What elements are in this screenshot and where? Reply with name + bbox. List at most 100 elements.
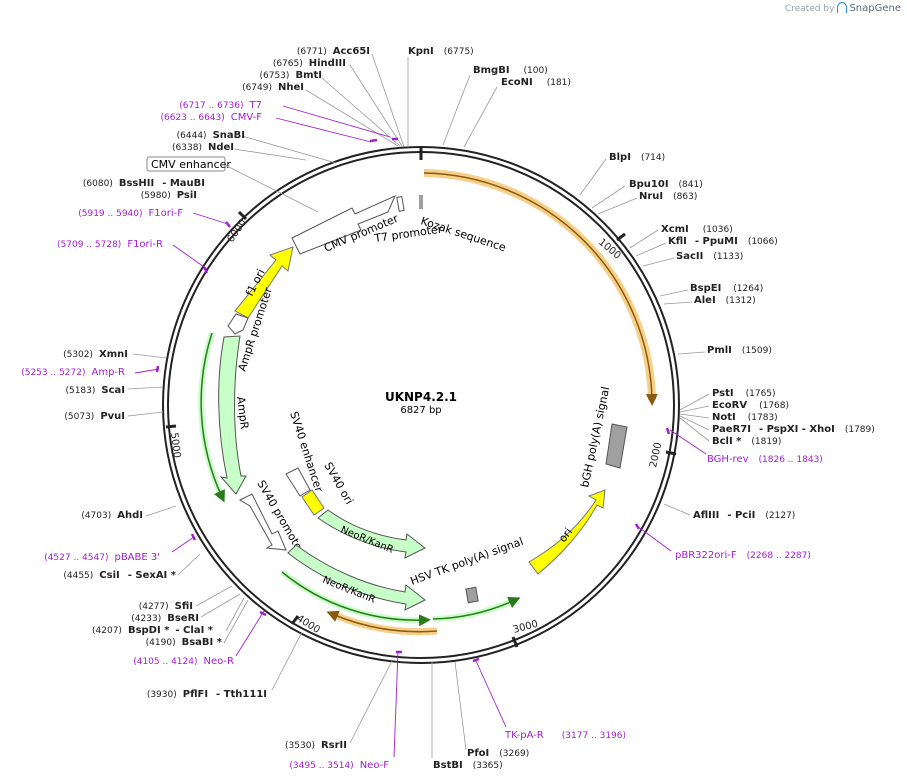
- site-nhei: (6749)NheI: [242, 82, 304, 93]
- site-xcmi: XcmI(1036): [661, 224, 733, 235]
- site-bsshii: (6080)BssHII- MauBI: [83, 178, 205, 189]
- primer-t7: (6717 .. 6736)T7: [179, 100, 262, 111]
- site-bspei: BspEI(1264): [690, 283, 763, 294]
- leader-blpi: [579, 158, 607, 196]
- neokan-inner-arrow: [317, 509, 426, 559]
- site-snabi: (6444)SnaBI: [177, 130, 245, 141]
- site-aflIII: AflIII- PciI(2127): [693, 510, 795, 521]
- sv40-ori-label: SV40 ori: [321, 460, 355, 507]
- leader-sacii: [642, 257, 675, 267]
- leader-neof: [393, 650, 399, 758]
- leader-ndei: [233, 148, 307, 161]
- primer-f1orir: (5709 .. 5728)F1ori-R: [57, 239, 163, 250]
- site-ecorv: EcoRV(1768): [712, 400, 789, 411]
- primer-tkpar: TK-pA-R(3177 .. 3196): [504, 730, 626, 741]
- site-bcli: BclI *(1819): [712, 436, 781, 447]
- leader-f1orir: [172, 244, 208, 270]
- tick-5000-mark: [165, 424, 177, 429]
- sv40-enhancer-arrow: [285, 467, 311, 497]
- leader-nrui: [597, 197, 638, 215]
- site-kpni: KpnI(6775): [408, 46, 474, 57]
- site-ndei: (6338)NdeI: [172, 142, 234, 153]
- tick-6000-mark: [237, 210, 248, 221]
- site-sfii: (4277)SfiI: [139, 601, 193, 612]
- position-ticks: [165, 210, 677, 648]
- leader-bsabi: [223, 599, 249, 644]
- leader-xcmi: [629, 229, 659, 249]
- kozak-box: [419, 195, 423, 209]
- site-kfli: KflI- PpuMI(1066): [668, 236, 778, 247]
- ampr-promoter-arrow: [227, 313, 249, 335]
- leader-bseri: [200, 593, 241, 618]
- leader-pvui: [127, 411, 164, 417]
- leader-hindiii: [349, 64, 403, 147]
- primer-leaders: [134, 105, 707, 758]
- cmv-enhancer-leader: [224, 164, 319, 213]
- backbone-outer: [162, 146, 680, 664]
- orf-arc-bottom-line: [326, 610, 438, 633]
- plasmid-name: UKNP4.2.1: [385, 390, 457, 404]
- mark-bghrev: [665, 427, 671, 435]
- tk-orf-arc: [432, 597, 517, 622]
- site-bspdi: (4207)BspDI *- ClaI *: [92, 625, 214, 636]
- tick-4000-mark: [290, 615, 300, 625]
- site-blpi: BlpI(714): [609, 152, 665, 163]
- ampr-label: AmpR: [234, 396, 251, 431]
- site-bmti: (6753)BmtI: [260, 70, 322, 81]
- primer-bghrev: BGH-rev(1826 .. 1843): [707, 454, 823, 465]
- site-ahdi: (4703)AhdI: [81, 510, 143, 521]
- leader-t7: [282, 105, 391, 138]
- leader-bpu10i: [591, 185, 626, 209]
- site-psii: (5980)PsiI: [141, 190, 197, 201]
- site-sacii: SacII(1133): [676, 251, 743, 262]
- mark-f1orir: [202, 266, 209, 274]
- leader-scai: [127, 386, 164, 390]
- leader-alei: [663, 301, 693, 305]
- snapgene-brand: SnapGene: [849, 3, 901, 14]
- mark-tkpar: [472, 657, 480, 663]
- site-acc65i: (6771)Acc65I: [297, 46, 370, 57]
- mark-pbabe3: [190, 533, 197, 541]
- leader-bmti: [321, 77, 401, 147]
- neokan-orf-arc-line: [281, 571, 431, 627]
- primer-marks: [155, 137, 671, 663]
- plasmid-length: 6827 bp: [400, 405, 441, 416]
- orf-arc-top-right: [423, 169, 656, 401]
- primer-neor: (4105 .. 4124)Neo-R: [133, 656, 234, 667]
- primer-ampr: (5253 .. 5272)Amp-R: [21, 367, 125, 378]
- leader-tkpar: [475, 660, 507, 728]
- leader-nhei: [305, 89, 399, 147]
- site-leaders: [127, 53, 710, 758]
- cmv-enhancer-box: [146, 156, 226, 172]
- primer-pbabe3: (4527 .. 4547)pBABE 3': [44, 552, 160, 563]
- site-rsrii: (3530)RsrII: [285, 740, 347, 751]
- site-bmgbi: BmgBI(100): [473, 65, 548, 76]
- tk-orf-arc-line: [432, 597, 521, 620]
- primer-cmvf: (6623 .. 6643)CMV-F: [160, 112, 262, 123]
- site-labels: KpnI(6775) (6771)Acc65I (6765)HindIII (6…: [63, 46, 875, 771]
- site-bpu10i: Bpu10I(841): [629, 179, 703, 190]
- primer-labels: (6717 .. 6736)T7 (6623 .. 6643)CMV-F (59…: [21, 100, 823, 771]
- tick-1000-mark: [616, 232, 626, 242]
- site-psti: PstI(1765): [712, 388, 776, 399]
- leader-ahdi: [145, 505, 177, 517]
- mark-neor: [259, 610, 267, 617]
- site-bstbi: BstBI(3365): [433, 760, 503, 771]
- tick-5000-label: 5000: [168, 432, 182, 459]
- site-noti: NotI(1783): [712, 412, 778, 423]
- ampr-arrow: [218, 335, 247, 495]
- created-by-text: Created by: [784, 4, 835, 14]
- tick-2000-label: 2000: [648, 441, 664, 468]
- site-alei: AleI(1312): [694, 295, 756, 306]
- site-pmli: PmlI(1509): [707, 345, 772, 356]
- tick-3000-label: 3000: [512, 619, 539, 636]
- leader-ampr: [134, 368, 160, 374]
- leader-rsrii: [349, 660, 393, 744]
- mark-cmvf: [369, 138, 378, 143]
- snapgene-credit: Created by SnapGene: [785, 2, 901, 14]
- mark-pbr322orif: [634, 523, 641, 530]
- leader-pbabe3: [171, 536, 195, 553]
- orf-arc-top-right-line: [423, 172, 658, 406]
- hsv-tk-label: HSV TK poly(A) signal: [409, 535, 525, 588]
- cmv-promoter-arrow: [291, 195, 396, 255]
